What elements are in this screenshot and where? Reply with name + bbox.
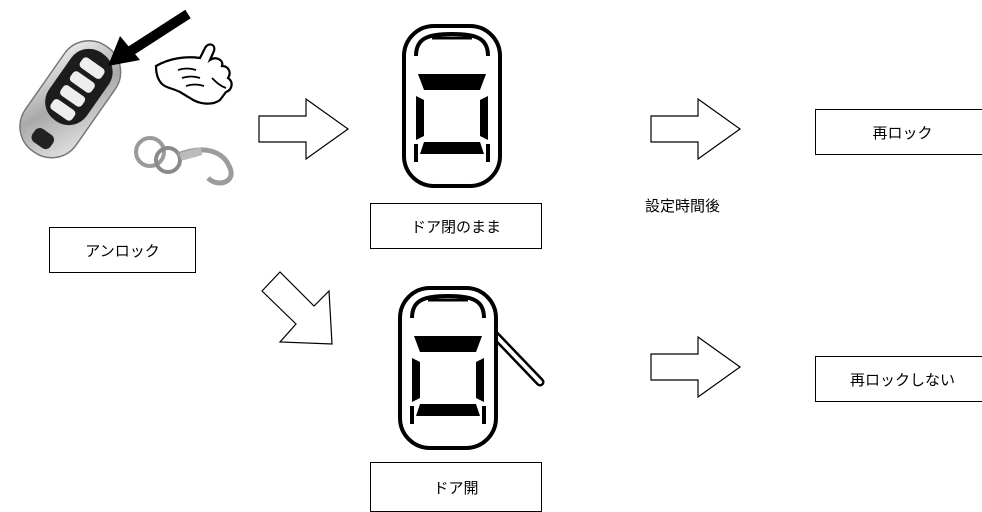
no-relock-label: 再ロックしない (815, 356, 982, 402)
after-set-time-label: 設定時間後 (645, 197, 721, 215)
outline-arrow-icon (261, 271, 333, 345)
car-top-view-door-open-icon (398, 286, 545, 450)
outline-arrow-icon (650, 98, 742, 160)
outline-arrow-icon (258, 98, 350, 160)
press-arrow-icon (108, 9, 191, 66)
outline-arrow-icon (650, 336, 742, 398)
unlock-label: アンロック (49, 227, 196, 273)
car-key-remote-icon (19, 40, 234, 186)
car-top-view-doors-closed-icon (402, 24, 502, 188)
door-open-label: ドア開 (370, 462, 542, 512)
relock-label: 再ロック (815, 109, 982, 155)
pointing-hand-icon (154, 43, 233, 105)
door-closed-label: ドア閉のまま (370, 203, 542, 249)
